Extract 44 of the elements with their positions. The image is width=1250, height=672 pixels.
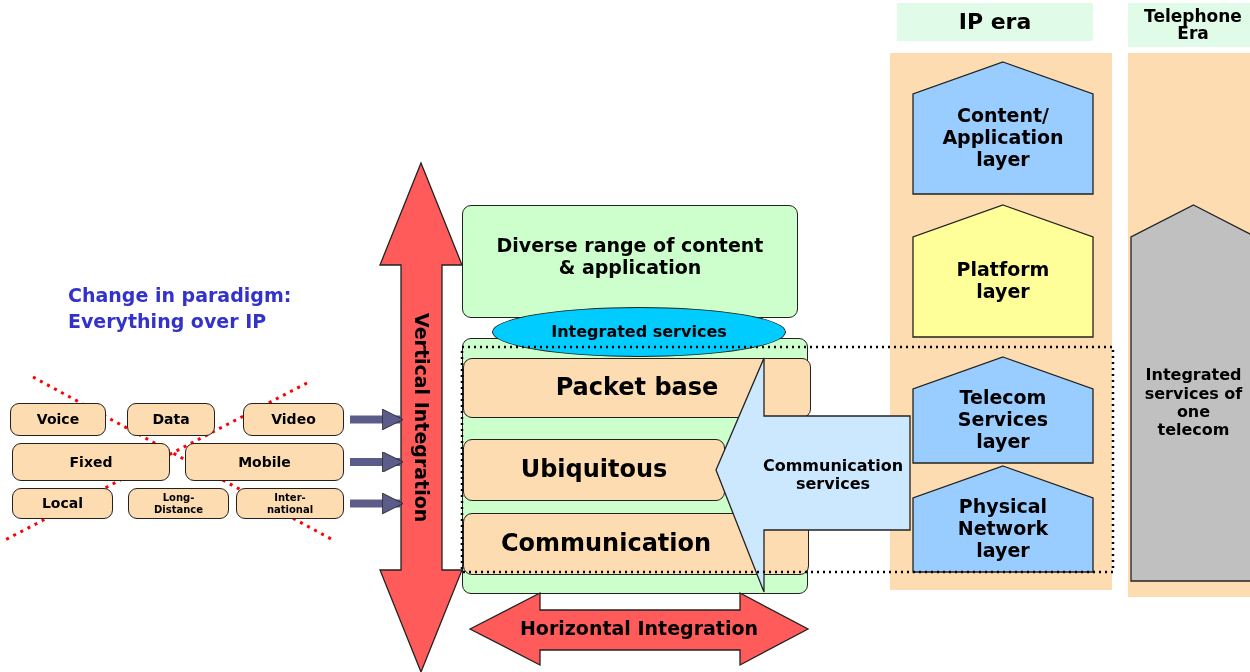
box-label: Video: [271, 411, 316, 428]
rounded-box: [462, 205, 798, 318]
double-arrow-banner: [380, 163, 462, 672]
box-label: Mobile: [238, 453, 291, 471]
rounded-box: [127, 403, 215, 436]
block-arrow: [716, 358, 910, 592]
column-heading: IP era: [897, 3, 1093, 41]
arrow-label: Vertical Integration: [410, 312, 432, 523]
pentagon-shape: [913, 62, 1093, 194]
pentagon-shape: [1131, 205, 1250, 581]
layer-label: Content/ Application layer: [941, 105, 1065, 171]
arrow-label: Communication services: [761, 456, 905, 494]
pentagon-shape: [913, 205, 1093, 337]
box-label: Inter-national: [265, 492, 315, 515]
double-arrow-banner: [470, 593, 808, 665]
rounded-box: [463, 439, 725, 501]
rounded-box: [12, 488, 113, 519]
rounded-box: [185, 443, 344, 481]
layer-label: Platform layer: [955, 259, 1051, 303]
ellipse-label: Integrated services: [551, 322, 727, 342]
box-label: Diverse range of content & application: [495, 234, 765, 279]
box-label: Voice: [36, 411, 80, 428]
box-label: Local: [41, 495, 84, 512]
rounded-box: [463, 358, 811, 418]
rounded-box: [236, 488, 344, 519]
column-heading: Telephone Era: [1128, 3, 1250, 47]
rounded-box: [243, 403, 344, 436]
rounded-box: [12, 443, 170, 481]
rounded-box: [10, 403, 106, 436]
pentagon-shape: [913, 466, 1093, 572]
box-label: Communication: [500, 530, 712, 558]
layer-label: Physical Network layer: [956, 496, 1050, 562]
box-label: Long-Distance: [152, 492, 204, 515]
box-label: Packet base: [555, 374, 719, 402]
layer-label: Telecom Services layer: [956, 387, 1050, 453]
box-label: Ubiquitous: [520, 456, 668, 484]
box-label: Data: [152, 411, 190, 428]
era-column: [1128, 3, 1250, 597]
box-label: Fixed: [69, 453, 113, 471]
pentagon-shape: [913, 357, 1093, 463]
arrow-label: Horizontal Integration: [519, 618, 758, 640]
rounded-box: [128, 488, 229, 519]
heading-text: Change in paradigm: Everything over IP: [68, 283, 293, 334]
layer-label: Integrated services of one telecom: [1143, 366, 1244, 440]
